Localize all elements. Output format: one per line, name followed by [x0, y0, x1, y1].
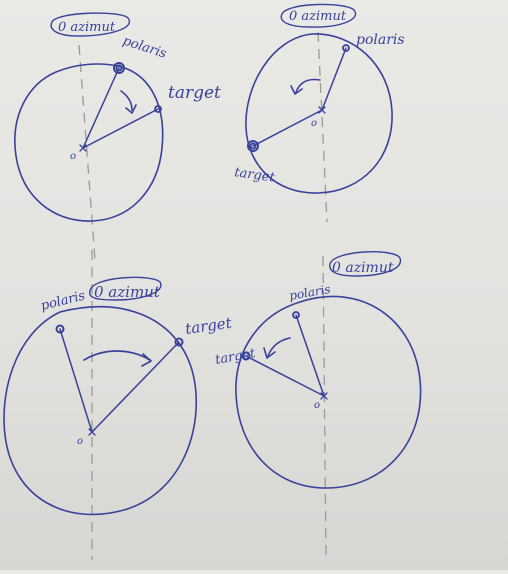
zero-azimuth-label: 0 azimut	[94, 283, 161, 301]
rotation-arrow	[267, 337, 291, 357]
polaris-label: polaris	[39, 288, 87, 314]
polaris-ray	[295, 314, 325, 397]
polaris-label: polaris	[356, 32, 405, 48]
target-ray	[245, 355, 325, 397]
target-marker-core	[249, 142, 257, 150]
rotation-arrowhead	[263, 347, 276, 359]
rotation-arrowhead	[141, 353, 152, 367]
azimuth-label-bubble	[50, 12, 131, 37]
polaris-label: polaris	[121, 34, 169, 62]
sketch-top-right: 0 azimut polaris target o	[233, 3, 405, 223]
zero-azimuth-line	[322, 255, 327, 561]
rotation-arrow	[295, 78, 321, 93]
zero-azimuth-line	[78, 44, 96, 261]
polaris-ray	[321, 47, 347, 111]
polaris-star-core	[115, 64, 123, 72]
sky-circle	[3, 305, 198, 516]
zero-azimuth-label: 0 azimut	[289, 9, 347, 24]
sketch-top-left: 0 azimut polaris target o	[14, 12, 221, 261]
polaris-ray	[59, 328, 93, 433]
target-ray	[252, 109, 323, 147]
target-label: target	[214, 346, 257, 368]
target-label: target	[233, 165, 276, 186]
rotation-arrow	[83, 350, 151, 361]
polaris-star-marker	[113, 62, 125, 74]
center-cross	[320, 392, 328, 400]
sky-circle	[245, 33, 393, 194]
rotation-arrowhead	[290, 85, 303, 95]
center-mark: o	[70, 151, 76, 162]
rotation-arrow	[120, 90, 133, 111]
center-mark: o	[77, 436, 83, 447]
center-cross	[88, 428, 96, 436]
azimuth-label-bubble	[329, 251, 401, 277]
zero-azimuth-line	[317, 31, 328, 223]
center-cross	[79, 144, 87, 152]
azimuth-label-bubble	[280, 3, 357, 28]
target-marker	[154, 105, 162, 113]
target-label: target	[168, 83, 221, 103]
sketch-bottom-left: 0 azimut polaris target o	[3, 250, 234, 560]
zero-azimuth-label: 0 azimut	[332, 260, 394, 276]
azimuth-label-bubble	[89, 276, 162, 301]
sky-circle	[14, 63, 164, 222]
target-marker	[247, 140, 259, 152]
zero-azimuth-label: 0 azimut	[58, 20, 116, 35]
center-cross	[318, 106, 326, 114]
sketch-bottom-right: 0 azimut polaris target o	[214, 251, 422, 561]
polaris-star-marker	[292, 311, 300, 319]
target-ray	[91, 341, 180, 433]
target-label: target	[184, 314, 234, 338]
polaris-ray	[82, 67, 120, 149]
target-ray	[82, 108, 159, 149]
sky-circle	[235, 295, 422, 489]
polaris-star-marker	[342, 44, 350, 52]
target-marker	[241, 351, 251, 361]
polaris-star-marker	[55, 324, 65, 334]
rotation-arrowhead	[125, 104, 137, 114]
target-marker	[174, 337, 184, 347]
center-mark: o	[311, 118, 317, 129]
center-mark: o	[314, 400, 320, 411]
